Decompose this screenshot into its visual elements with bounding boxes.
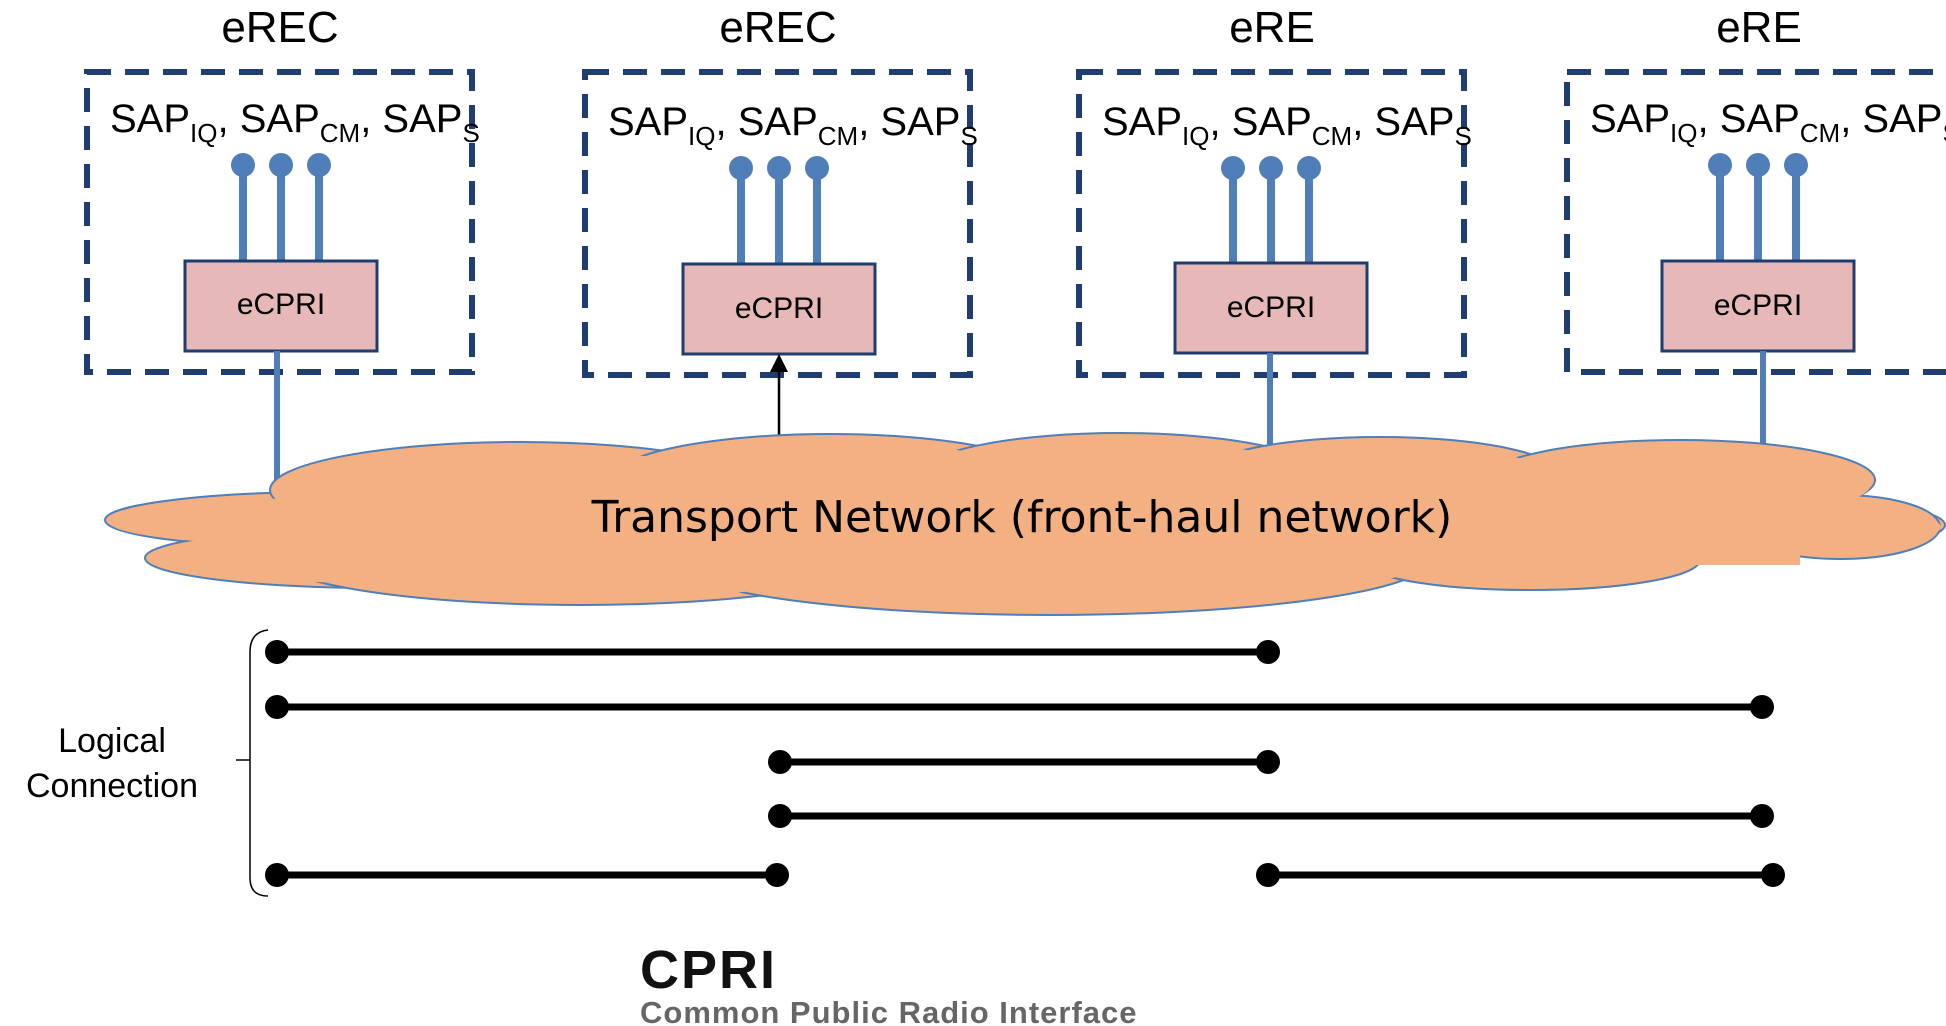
sap-iq-pin bbox=[729, 156, 753, 180]
node-title: eRE bbox=[1716, 3, 1802, 52]
connection-endpoint bbox=[265, 640, 289, 664]
node-title: eRE bbox=[1229, 3, 1315, 52]
logo-title: CPRI bbox=[640, 940, 777, 1000]
sap-label: SAPIQ, SAPCM, SAPS bbox=[608, 100, 978, 151]
node-dashed-border bbox=[1564, 69, 1946, 375]
sap-s-pin bbox=[1784, 153, 1808, 177]
sap-label: SAPIQ, SAPCM, SAPS bbox=[1102, 100, 1472, 151]
sap-pins bbox=[231, 153, 331, 262]
sap-label: SAPIQ, SAPCM, SAPS bbox=[110, 97, 480, 148]
node-title: eREC bbox=[221, 3, 338, 52]
connection-endpoint bbox=[768, 804, 792, 828]
network-label: Transport Network (front-haul network) bbox=[591, 492, 1453, 543]
ecpri-block bbox=[183, 259, 379, 353]
ecpri-label: eCPRI bbox=[735, 292, 823, 325]
connection-endpoint bbox=[265, 863, 289, 887]
connection-endpoint bbox=[1256, 863, 1280, 887]
logical-connections: Logical Connection bbox=[26, 629, 1785, 897]
node-title: eREC bbox=[719, 3, 836, 52]
sap-s-pin bbox=[307, 153, 331, 177]
logical-connection-brace bbox=[249, 629, 269, 897]
node-erec-1: eREC SAPIQ, SAPCM, SAPS eCPRI bbox=[84, 3, 480, 490]
connection-line bbox=[265, 640, 1280, 664]
sap-iq-pin bbox=[231, 153, 255, 177]
connection-line bbox=[768, 804, 1774, 828]
logo-subtitle: Common Public Radio Interface bbox=[640, 995, 1138, 1026]
sap-pins bbox=[729, 156, 829, 265]
node-ere-1: eRE SAPIQ, SAPCM, SAPS eCPRI bbox=[1076, 3, 1472, 450]
connection-endpoint bbox=[768, 750, 792, 774]
ecpri-label: eCPRI bbox=[237, 288, 325, 321]
sap-iq-pin bbox=[1708, 153, 1732, 177]
connection-endpoint bbox=[1256, 640, 1280, 664]
ecpri-block bbox=[1660, 259, 1856, 353]
node-dashed-border bbox=[582, 69, 973, 378]
ecpri-label: eCPRI bbox=[1714, 289, 1802, 322]
cpri-logo: CPRI Common Public Radio Interface bbox=[640, 940, 1138, 1026]
sap-cm-pin bbox=[1259, 156, 1283, 180]
connection-line bbox=[1256, 863, 1785, 887]
transport-network-cloud: Transport Network (front-haul network) bbox=[104, 432, 1946, 616]
node-erec-2: eREC SAPIQ, SAPCM, SAPS eCPRI bbox=[582, 3, 978, 450]
sap-cm-pin bbox=[1746, 153, 1770, 177]
connection-endpoint bbox=[765, 863, 789, 887]
connection-line bbox=[265, 695, 1774, 719]
connection-line bbox=[265, 863, 789, 887]
connection-endpoint bbox=[1750, 804, 1774, 828]
sap-s-pin bbox=[805, 156, 829, 180]
logical-connection-label: Connection bbox=[26, 767, 198, 805]
connection-endpoint bbox=[1761, 863, 1785, 887]
sap-s-pin bbox=[1297, 156, 1321, 180]
connection-endpoint bbox=[1750, 695, 1774, 719]
sap-pins bbox=[1708, 153, 1808, 262]
connection-endpoint bbox=[265, 695, 289, 719]
sap-cm-pin bbox=[767, 156, 791, 180]
logical-connection-label: Logical bbox=[58, 722, 166, 760]
arrowhead bbox=[770, 354, 788, 372]
ecpri-label: eCPRI bbox=[1227, 291, 1315, 324]
connection-line bbox=[768, 750, 1280, 774]
connection-endpoint bbox=[1256, 750, 1280, 774]
sap-cm-pin bbox=[269, 153, 293, 177]
sap-label: SAPIQ, SAPCM, SAPS bbox=[1590, 97, 1946, 148]
node-ere-2: eRE SAPIQ, SAPCM, SAPS eCPRI bbox=[1564, 3, 1946, 470]
sap-pins bbox=[1221, 156, 1321, 265]
ecpri-block bbox=[1173, 261, 1369, 355]
sap-iq-pin bbox=[1221, 156, 1245, 180]
